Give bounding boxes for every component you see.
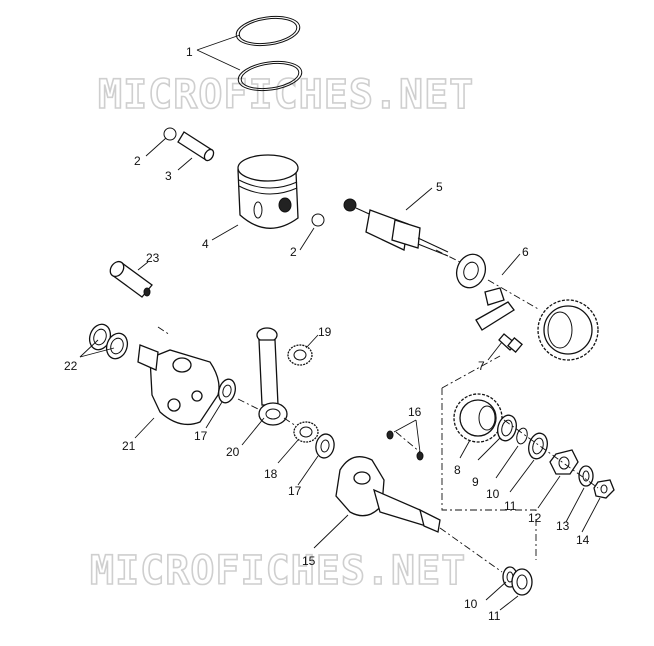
callout-17-upper: 17: [194, 429, 208, 443]
callout-2-upper: 2: [134, 154, 141, 168]
callout-labels: 1 2 3 4 2 5 6 7 23 19 22 21 17 20 18 17 …: [64, 45, 590, 623]
crank-seal-set-lower: [502, 566, 533, 596]
callout-3: 3: [165, 169, 172, 183]
plate-bolt: [498, 333, 523, 353]
callout-14: 14: [576, 533, 590, 547]
thrust-washer-right: [315, 433, 335, 459]
callout-21: 21: [122, 439, 136, 453]
callout-12: 12: [528, 511, 542, 525]
callout-4: 4: [202, 237, 209, 251]
piston-pin: [177, 131, 215, 162]
callout-15: 15: [302, 554, 316, 568]
callout-9: 9: [472, 475, 479, 489]
callout-13: 13: [556, 519, 570, 533]
crankshaft-half-left: [137, 344, 220, 426]
connecting-rod: [256, 327, 288, 426]
crank-seal-set-right: [497, 414, 548, 460]
wrist-pin-bearing: [109, 260, 153, 298]
callout-11-lower: 11: [488, 609, 501, 623]
leader-lines: [79, 34, 601, 611]
balance-shaft-gear: [537, 299, 599, 361]
callout-11-right: 11: [504, 499, 517, 513]
crank-seals-left: [88, 323, 129, 360]
small-end-needle-bearing: [287, 344, 313, 366]
callout-7: 7: [478, 359, 485, 373]
big-end-needle-bearing: [293, 421, 319, 443]
callout-19: 19: [318, 325, 332, 339]
assembly-axis-lines: [157, 249, 599, 573]
piston-rings: [235, 15, 303, 92]
callout-16: 16: [408, 405, 422, 419]
callout-10-lower: 10: [464, 597, 478, 611]
balance-shaft: [343, 198, 449, 257]
callout-2-lower: 2: [290, 245, 297, 259]
washer-and-nut: [578, 465, 615, 499]
callout-22: 22: [64, 359, 78, 373]
piston: [237, 154, 299, 229]
balance-shaft-bearing: [455, 253, 487, 289]
thrust-washer-left: [218, 378, 236, 404]
callout-23: 23: [146, 251, 160, 265]
crank-nut: [549, 449, 579, 475]
callout-1: 1: [186, 45, 193, 59]
callout-8: 8: [454, 463, 461, 477]
crankshaft-gear: [453, 393, 503, 443]
watermark-top: MICROFICHES.NET: [98, 72, 474, 118]
crankshaft-half-right: [335, 456, 441, 533]
piston-pin-circlip: [163, 127, 325, 227]
watermark-bottom: MICROFICHES.NET: [90, 548, 466, 594]
retainer-plate: [475, 287, 515, 331]
callout-20: 20: [226, 445, 240, 459]
callout-5: 5: [436, 180, 443, 194]
callout-10-right: 10: [486, 487, 500, 501]
callout-6: 6: [522, 245, 529, 259]
callout-18: 18: [264, 467, 278, 481]
callout-17-lower: 17: [288, 484, 302, 498]
